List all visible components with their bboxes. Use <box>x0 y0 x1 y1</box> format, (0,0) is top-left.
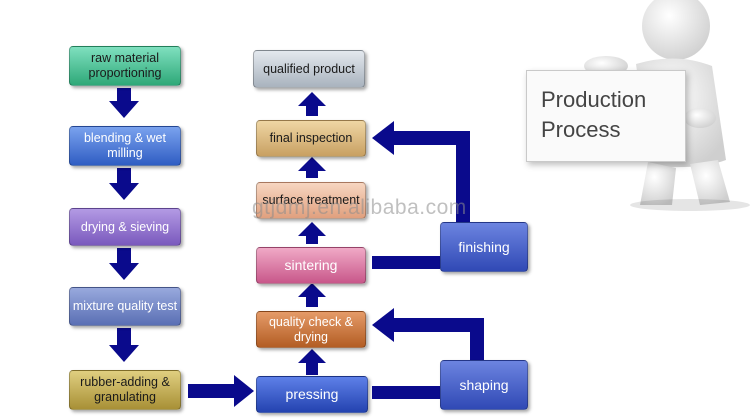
arrow-back-finishing <box>372 121 470 222</box>
arrow-down-1 <box>109 88 139 118</box>
arrow-down-4 <box>109 328 139 362</box>
arrow-up-surface <box>298 157 326 178</box>
title-line-1: Production <box>541 87 647 112</box>
connector-shaping <box>372 386 440 399</box>
step-raw-material: raw material proportioning <box>69 46 181 86</box>
step-final-inspection: final inspection <box>256 120 366 157</box>
title-sign: Production Process <box>526 70 686 162</box>
arrow-up-final <box>298 92 326 116</box>
title-line-2: Process <box>541 117 621 142</box>
connector-finishing <box>372 256 440 269</box>
step-sintering: sintering <box>256 247 366 284</box>
arrow-down-2 <box>109 168 139 200</box>
arrow-up-sintering <box>298 222 326 244</box>
step-finishing: finishing <box>440 222 528 272</box>
step-quality-check: quality check & drying <box>256 311 366 348</box>
arrow-up-pressing <box>298 349 326 375</box>
step-qualified-product: qualified product <box>253 50 365 88</box>
arrow-up-check <box>298 283 326 307</box>
arrow-back-shaping <box>372 308 484 360</box>
step-surface-treatment: surface treatment <box>256 182 366 219</box>
step-mixture-test: mixture quality test <box>69 287 181 326</box>
watermark-text: gtjdmj.en.alibaba.com <box>252 196 467 219</box>
arrow-down-3 <box>109 248 139 280</box>
step-blending: blending & wet milling <box>69 126 181 166</box>
step-shaping: shaping <box>440 360 528 410</box>
step-rubber-adding: rubber-adding & granulating <box>69 370 181 410</box>
arrow-right-pressing <box>188 375 254 407</box>
step-pressing: pressing <box>256 376 368 413</box>
step-drying: drying & sieving <box>69 208 181 246</box>
